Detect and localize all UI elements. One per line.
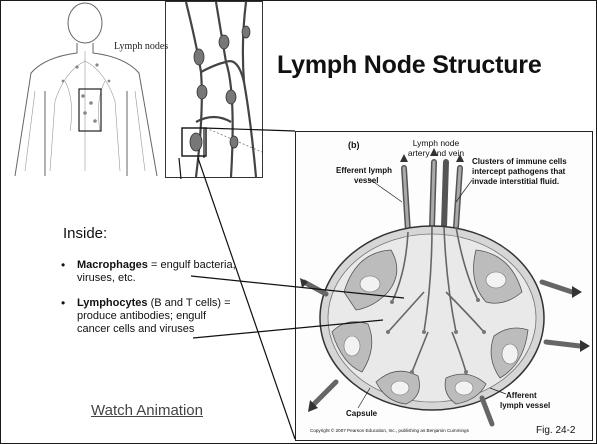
bullet-macrophages: Macrophages = engulf bacteria, viruses, … [61, 259, 236, 285]
inside-heading: Inside: [63, 225, 107, 242]
slide-title: Lymph Node Structure [277, 51, 542, 80]
clusters-label-3: invade interstitial fluid. [472, 177, 559, 186]
body-thumbnail-image [5, 1, 165, 176]
clusters-label-1: Clusters of immune cells [472, 157, 567, 166]
lymph-closeup-image [165, 1, 263, 178]
efferent-label-1: Efferent lymph [336, 166, 392, 175]
figure-number: Fig. 24-2 [536, 425, 576, 436]
afferent-label-1: Afferent [506, 391, 537, 400]
bullet-list: Macrophages = engulf bacteria, viruses, … [61, 259, 236, 348]
bullet-lymphocytes: Lymphocytes (B and T cells) = produce an… [61, 297, 236, 336]
clusters-label-2: intercept pathogens that [472, 167, 566, 176]
copyright-text: Copyright © 2007 Pearson Education, Inc.… [310, 427, 470, 433]
panel-label: (b) [348, 140, 360, 150]
body-outline-drawing [5, 1, 165, 176]
efferent-label-2: vessel [354, 176, 378, 185]
watch-animation-link[interactable]: Watch Animation [91, 402, 203, 419]
capsule-label: Capsule [346, 409, 378, 418]
afferent-label-2: lymph vessel [500, 401, 550, 410]
lymph-nodes-callout: Lymph nodes [114, 41, 168, 52]
lymph-node-figure: (b) Lymph node artery and vein Efferent … [295, 131, 593, 441]
artery-vein-label-1: Lymph node [413, 138, 460, 148]
bullet-term: Lymphocytes [77, 297, 148, 309]
bullet-term: Macrophages [77, 259, 148, 271]
